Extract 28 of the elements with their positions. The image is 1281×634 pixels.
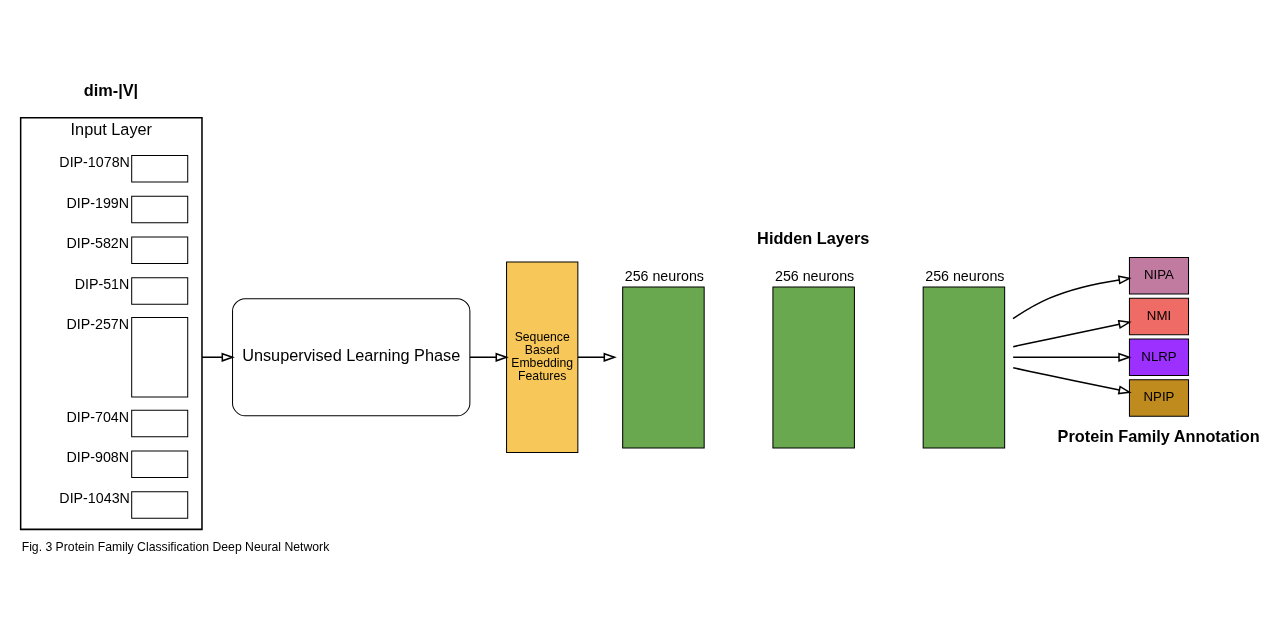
node-label: DIP-199N xyxy=(66,194,130,211)
node-box: NPIP xyxy=(1128,379,1190,417)
node-label: DIP-1043N xyxy=(59,490,130,507)
arrow xyxy=(201,352,235,362)
label: dim-|V| xyxy=(83,81,139,100)
node-label: 256 neurons xyxy=(624,268,704,285)
node-box: Unsupervised Learning Phase xyxy=(232,298,471,417)
arrow xyxy=(577,352,617,362)
node-label: 256 neurons xyxy=(925,268,1005,285)
node-label: DIP-51N xyxy=(74,276,130,293)
label: Hidden Layers xyxy=(757,228,870,247)
node-box: NLRP xyxy=(1128,338,1190,377)
node-label: DIP-908N xyxy=(66,449,130,466)
node-label: 256 neurons xyxy=(774,268,855,285)
caption: Fig. 3 Protein Family Classification Deep Neural Network xyxy=(21,540,330,555)
arrow xyxy=(1012,319,1132,348)
arrow xyxy=(469,352,509,362)
node-label: DIP-257N xyxy=(66,315,130,332)
arrow xyxy=(1012,275,1132,320)
node-label: DIP-704N xyxy=(66,408,130,425)
arrow xyxy=(1012,352,1132,362)
node-label: DIP-1078N xyxy=(59,153,130,170)
node-box: NMI xyxy=(1128,297,1190,336)
node-box: NIPA xyxy=(1128,256,1190,295)
label: Protein Family Annotation xyxy=(1057,426,1260,445)
arrow xyxy=(1012,367,1132,395)
node-box: Sequence Based Embedding Features xyxy=(506,261,579,453)
node-label: DIP-582N xyxy=(66,235,130,252)
